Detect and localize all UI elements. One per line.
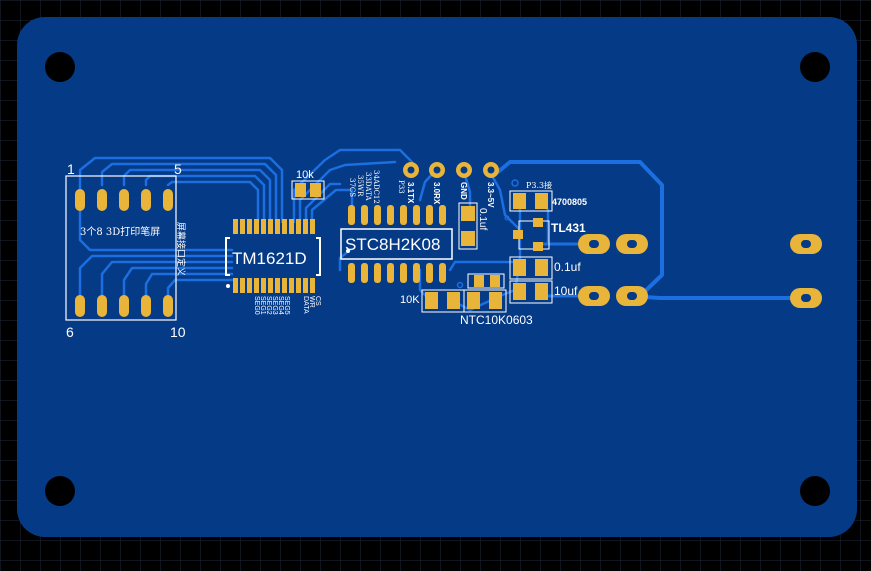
mcu-pin-label-p33: P33 (397, 180, 405, 194)
thermistor-label: NTC10K0603 (460, 313, 533, 327)
header-pin-rx: 3.0RX (432, 182, 441, 205)
driver-ic-label: TM1621D (232, 249, 307, 268)
display-pin-6-label: 6 (66, 324, 74, 340)
display-pin-10-label: 10 (170, 324, 186, 340)
driver-pin-seg3: SEG3 (271, 296, 278, 315)
resistor-4700805: P3.3接 4700805 (509, 179, 587, 212)
display-title: 3个8 3D打印笔屏 (80, 225, 160, 238)
mcu-pin1-dot (346, 249, 350, 253)
driver-pin1-dot (226, 284, 230, 288)
display-module: 1 5 6 10 3个8 3D打印笔屏 屏幕接口定义 (65, 161, 187, 340)
mounting-hole-bottom-right (800, 476, 830, 506)
mcu-outline (340, 228, 453, 260)
display-side-label: 屏幕接口定义 (175, 222, 187, 276)
driver-pin-cs: CS (314, 296, 321, 306)
driver-ic: TM1621D SEG0 SEG1 SEG2 SEG3 SEG4 SEG5 DA… (225, 219, 321, 315)
connector-oval-pads (578, 234, 822, 308)
mcu-pin-label-data: 33DATA (364, 172, 372, 201)
resistor-10k: 10K (400, 289, 465, 313)
cap-vertical: 0.1uf (458, 202, 488, 250)
resistor-10k-label: 10K (400, 294, 420, 306)
driver-pin-seg5: SEG5 (283, 296, 290, 315)
p33-label: P3.3接 (526, 180, 552, 190)
header-pin-vcc: 3.3~5V (486, 182, 495, 208)
thermistor-ntc: NTC10K0603 (456, 273, 533, 327)
mounting-hole-top-left (45, 52, 75, 82)
res-4700805-label: 4700805 (552, 197, 587, 207)
driver-pin-seg1: SEG1 (259, 296, 266, 315)
cap-vertical-label: 0.1uf (477, 208, 488, 230)
display-bottom-pads (75, 295, 173, 317)
display-outline (65, 175, 177, 321)
mcu-pin-label-wr: 35WR (356, 175, 364, 197)
header-pin-gnd: GND (459, 182, 468, 200)
cap-10uf: 10uf (509, 280, 578, 304)
driver-bottom-pins (233, 278, 315, 293)
regulator-label: TL431 (551, 221, 586, 235)
driver-pin-data: DATA (302, 296, 309, 314)
driver-pin-seg2: SEG2 (265, 296, 272, 315)
resistor-top-label: 10k (296, 169, 314, 181)
mcu-ic: STC8H2K08 34ADC12 33DATA 35WR 37CS P33 (340, 170, 453, 283)
driver-pin-wr: WR (308, 296, 315, 308)
mcu-pin-label-adc: 34ADC12 (372, 170, 380, 204)
regulator-tl431: TL431 (504, 215, 586, 251)
resistor-top-10k: 10k (291, 169, 325, 200)
cap-01uf-label: 0.1uf (554, 260, 581, 274)
mounting-hole-top-right (800, 52, 830, 82)
driver-pin-seg0: SEG0 (253, 296, 260, 315)
mcu-top-pins (348, 205, 446, 225)
display-pin-5-label: 5 (174, 161, 182, 177)
cap-10uf-label: 10uf (554, 284, 578, 298)
driver-pin-seg4: SEG4 (277, 296, 284, 315)
pcb-board (17, 17, 857, 537)
mcu-pin-label-cs: 37CS (348, 178, 356, 197)
display-pin-1-label: 1 (67, 161, 75, 177)
driver-outline-right (316, 237, 321, 276)
mcu-bottom-pins (348, 263, 446, 283)
mcu-ic-label: STC8H2K08 (345, 235, 440, 254)
display-top-pads (75, 189, 173, 211)
driver-top-pins (233, 219, 315, 234)
cap-01uf: 0.1uf (509, 256, 581, 280)
mounting-hole-bottom-left (45, 476, 75, 506)
power-header: 3.1TX 3.0RX GND 3.3~5V (403, 162, 499, 208)
header-pin-tx: 3.1TX (406, 182, 415, 204)
driver-outline-left (225, 237, 230, 276)
